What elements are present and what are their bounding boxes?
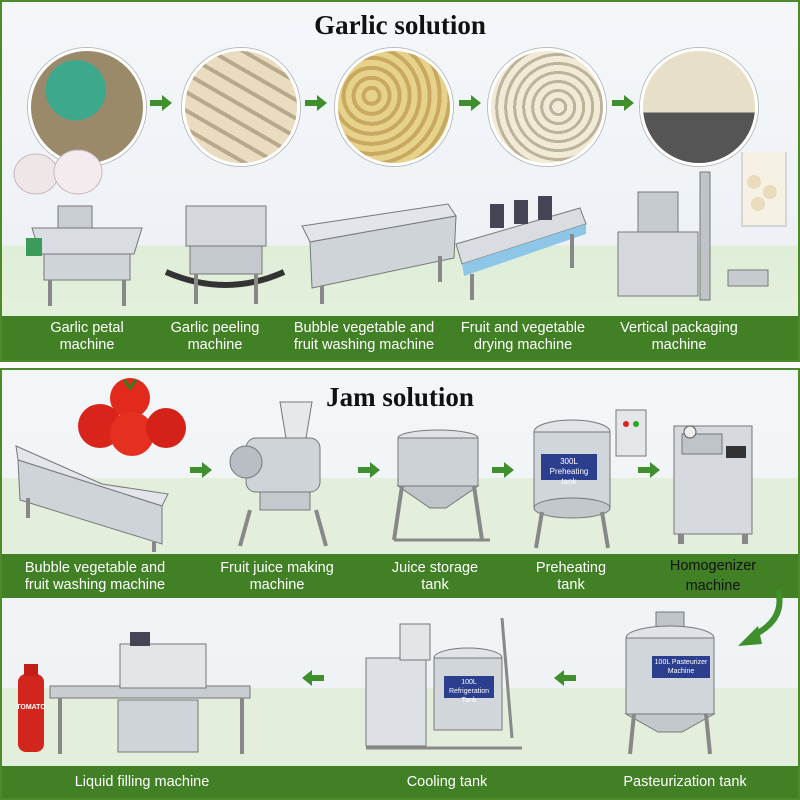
- jam-solution-panel: Jam solution 300L Preheating tank: [0, 368, 800, 800]
- garlic-petal-machine-image: [26, 205, 143, 306]
- bottle-label-text: TOMATO: [16, 704, 46, 711]
- arrow-right-icon: [190, 462, 212, 478]
- jam-solution-title: Jam solution: [326, 382, 474, 412]
- liquid-filling-machine-label: Liquid filling machine: [74, 774, 210, 790]
- garlic-solution-panel: Garlic solution: [0, 0, 800, 362]
- cooling-tank-plate: 100L Refrigeration Tank: [444, 676, 494, 704]
- liquid-filling-machine-image: [18, 632, 251, 754]
- arrow-right-icon: [150, 95, 172, 111]
- pasteurization-tank-label: Pasteurization tank: [623, 774, 747, 790]
- arrow-left-icon: [554, 670, 576, 686]
- arrow-right-icon: [305, 95, 327, 111]
- washing-garlic-photo: [335, 48, 453, 166]
- tomatoes-image: [78, 378, 186, 456]
- packaging-garlic-photo: [640, 48, 758, 166]
- garlic-peeling-machine-image: [164, 205, 286, 304]
- fruit-juice-making-machine-image: [229, 401, 328, 547]
- drying-garlic-photo: [488, 48, 606, 166]
- arrow-left-icon: [302, 670, 324, 686]
- arrow-right-icon: [638, 462, 660, 478]
- curved-arrow-down-icon: [738, 589, 783, 646]
- jam-row1-label-bar: [2, 554, 798, 598]
- arrow-right-icon: [612, 95, 634, 111]
- arrow-right-icon: [459, 95, 481, 111]
- cooling-tank-label: Cooling tank: [406, 774, 488, 790]
- jam-row2-label-bar: [2, 766, 798, 798]
- garlic-solution-title: Garlic solution: [314, 10, 486, 40]
- bubble-washing-machine-image: [301, 203, 457, 304]
- arrow-right-icon: [492, 462, 514, 478]
- preheating-tank-plate: 300L Preheating tank: [541, 454, 597, 486]
- garlic-bulbs-image: [13, 140, 103, 195]
- homogenizer-machine-image: [673, 425, 753, 544]
- garlic-cloves-hopper-photo: [28, 48, 146, 166]
- pasteurization-tank-plate: 100L Pasteurizer Machine: [652, 656, 710, 678]
- vertical-packaging-machine-image: [617, 152, 787, 301]
- arrow-right-icon: [358, 462, 380, 478]
- pasteurization-tank-image: [624, 611, 716, 755]
- drying-machine-image: [455, 196, 587, 300]
- juice-storage-tank-image: [392, 429, 490, 542]
- garlic-label-bar: [2, 316, 798, 360]
- peeled-garlic-photo: [182, 48, 300, 166]
- jam-bubble-washing-machine-image: [15, 445, 169, 552]
- preheating-tank-image: [533, 409, 647, 549]
